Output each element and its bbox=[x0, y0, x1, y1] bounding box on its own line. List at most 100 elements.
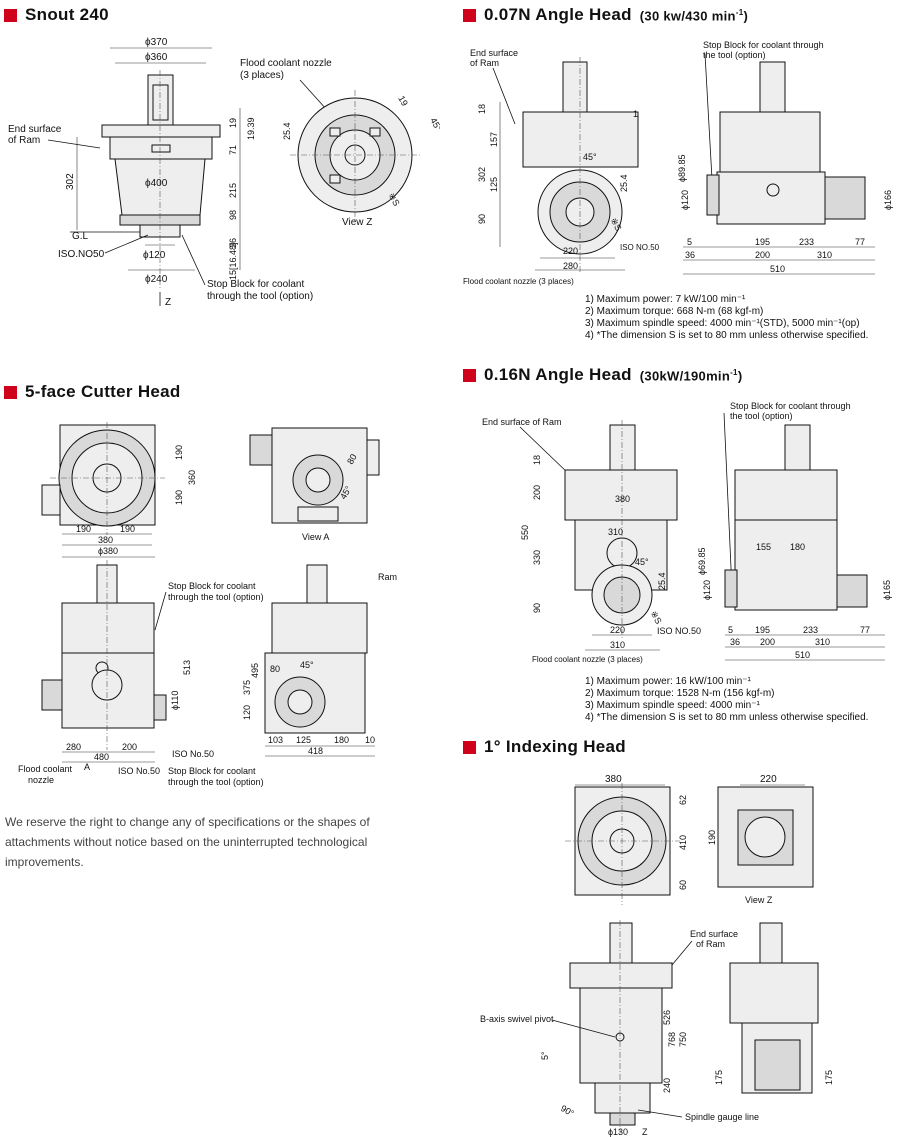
svg-text:End surface: End surface bbox=[8, 124, 62, 135]
svg-text:5: 5 bbox=[687, 237, 692, 247]
spec-item: 4) *The dimension S is set to 80 mm unle… bbox=[585, 330, 869, 341]
svg-text:90: 90 bbox=[532, 603, 542, 613]
spec-item: 3) Maximum spindle speed: 4000 min⁻¹(STD… bbox=[585, 318, 860, 329]
svg-text:190: 190 bbox=[120, 524, 135, 534]
svg-text:71: 71 bbox=[228, 145, 238, 155]
svg-text:80: 80 bbox=[345, 452, 359, 466]
svg-text:ϕ165: ϕ165 bbox=[882, 580, 892, 600]
svg-text:View Z: View Z bbox=[342, 217, 372, 228]
angle007-drawing: End surface of Ram 18 157 302 125 90 45°… bbox=[463, 40, 893, 286]
svg-text:510: 510 bbox=[770, 264, 785, 274]
svg-text:G.L: G.L bbox=[72, 231, 89, 242]
svg-text:45°: 45° bbox=[635, 557, 649, 567]
svg-text:215: 215 bbox=[228, 183, 238, 198]
svg-text:233: 233 bbox=[803, 625, 818, 635]
svg-text:157: 157 bbox=[489, 132, 499, 147]
svg-text:of Ram: of Ram bbox=[470, 58, 499, 68]
svg-text:25.4: 25.4 bbox=[619, 174, 629, 192]
section-marker bbox=[4, 8, 17, 22]
svg-text:nozzle: nozzle bbox=[28, 775, 54, 785]
svg-text:Z: Z bbox=[642, 1127, 648, 1137]
svg-text:90°: 90° bbox=[559, 1103, 576, 1119]
svg-text:45°: 45° bbox=[300, 660, 314, 670]
cutter5-section-title: 5-face Cutter Head bbox=[4, 382, 181, 402]
svg-text:※S: ※S bbox=[648, 609, 663, 626]
svg-text:Stop Block for coolant: Stop Block for coolant bbox=[207, 279, 304, 290]
svg-text:190: 190 bbox=[174, 445, 184, 460]
spec-item: 1) Maximum power: 16 kW/100 min⁻¹ bbox=[585, 676, 751, 687]
svg-text:77: 77 bbox=[860, 625, 870, 635]
svg-text:ISO NO.50: ISO NO.50 bbox=[620, 243, 660, 252]
svg-text:120: 120 bbox=[242, 705, 252, 720]
svg-text:495: 495 bbox=[250, 663, 260, 678]
svg-text:Flood coolant nozzle: Flood coolant nozzle bbox=[240, 58, 332, 69]
svg-text:98: 98 bbox=[228, 210, 238, 220]
svg-text:550: 550 bbox=[520, 525, 530, 540]
indexing-drawing: 380 62 410 60 220 190 View Z End surface… bbox=[480, 774, 834, 1137]
svg-text:A: A bbox=[84, 762, 90, 772]
svg-text:480: 480 bbox=[94, 752, 109, 762]
svg-text:180: 180 bbox=[334, 735, 349, 745]
svg-text:310: 310 bbox=[815, 637, 830, 647]
svg-text:195: 195 bbox=[755, 237, 770, 247]
svg-text:418: 418 bbox=[308, 746, 323, 756]
svg-text:19: 19 bbox=[228, 118, 238, 128]
svg-text:B-axis swivel pivot: B-axis swivel pivot bbox=[480, 1014, 554, 1024]
svg-text:ϕ120: ϕ120 bbox=[680, 190, 690, 210]
svg-text:36: 36 bbox=[685, 250, 695, 260]
svg-text:Stop Block for coolant through: Stop Block for coolant through bbox=[730, 401, 851, 411]
snout-drawing: ϕ370 ϕ360 ϕ400 ϕ120 ϕ240 302 End surface… bbox=[8, 37, 440, 308]
angle016-specs: 1) Maximum power: 16 kW/100 min⁻¹ 2) Max… bbox=[585, 676, 868, 724]
svg-text:233: 233 bbox=[799, 237, 814, 247]
svg-text:the tool (option): the tool (option) bbox=[730, 411, 793, 421]
section-marker bbox=[463, 740, 476, 754]
svg-text:ϕ166: ϕ166 bbox=[883, 190, 893, 210]
svg-text:5: 5 bbox=[728, 625, 733, 635]
svg-text:ϕ400: ϕ400 bbox=[145, 178, 168, 189]
cutter5-drawing: 190 360 190 190 190 380 80 45° View A ϕ3… bbox=[18, 422, 397, 787]
svg-text:19: 19 bbox=[396, 94, 410, 108]
svg-text:the tool (option): the tool (option) bbox=[703, 50, 766, 60]
svg-text:through the tool (option): through the tool (option) bbox=[168, 592, 264, 602]
svg-text:15[16.48]: 15[16.48] bbox=[228, 242, 238, 280]
svg-text:ϕ360: ϕ360 bbox=[145, 52, 168, 63]
svg-text:200: 200 bbox=[760, 637, 775, 647]
svg-text:195: 195 bbox=[755, 625, 770, 635]
svg-text:18: 18 bbox=[532, 455, 542, 465]
svg-text:510: 510 bbox=[795, 650, 810, 660]
svg-text:410: 410 bbox=[678, 835, 688, 850]
svg-text:ϕ89.85: ϕ89.85 bbox=[677, 154, 687, 182]
svg-text:ϕ130: ϕ130 bbox=[608, 1127, 628, 1137]
svg-text:10: 10 bbox=[365, 735, 375, 745]
disclaimer-note: We reserve the right to change any of sp… bbox=[5, 815, 370, 869]
svg-text:ISO NO.50: ISO NO.50 bbox=[657, 626, 701, 636]
svg-text:Stop Block for coolant: Stop Block for coolant bbox=[168, 581, 256, 591]
svg-text:ϕ120: ϕ120 bbox=[702, 580, 712, 600]
svg-text:through the tool (option): through the tool (option) bbox=[168, 777, 264, 787]
svg-text:ISO.NO50: ISO.NO50 bbox=[58, 249, 105, 260]
svg-text:330: 330 bbox=[532, 550, 542, 565]
spec-item: 4) *The dimension S is set to 80 mm unle… bbox=[585, 712, 869, 723]
svg-text:5°: 5° bbox=[540, 1051, 550, 1060]
svg-text:through the tool (option): through the tool (option) bbox=[207, 291, 313, 302]
svg-text:25.4: 25.4 bbox=[282, 122, 292, 140]
svg-text:175: 175 bbox=[714, 1070, 724, 1085]
svg-text:190: 190 bbox=[707, 830, 717, 845]
svg-text:180: 180 bbox=[790, 542, 805, 552]
svg-text:Spindle gauge line: Spindle gauge line bbox=[685, 1112, 759, 1122]
svg-text:25.4: 25.4 bbox=[657, 572, 667, 590]
svg-text:View A: View A bbox=[302, 532, 329, 542]
svg-text:200: 200 bbox=[532, 485, 542, 500]
svg-text:240: 240 bbox=[662, 1078, 672, 1093]
svg-text:ISO No.50: ISO No.50 bbox=[172, 749, 214, 759]
angle007-section-title: 0.07N Angle Head (30 kw/430 min-1) bbox=[463, 5, 748, 25]
angle016-drawing: End surface of Ram 18 200 550 330 90 380… bbox=[482, 401, 892, 664]
svg-text:36: 36 bbox=[730, 637, 740, 647]
svg-text:60: 60 bbox=[678, 880, 688, 890]
spec-item: 1) Maximum power: 7 kW/100 min⁻¹ bbox=[585, 294, 746, 305]
svg-text:45°: 45° bbox=[583, 152, 597, 162]
svg-text:220: 220 bbox=[563, 246, 578, 256]
svg-text:(3 places): (3 places) bbox=[240, 70, 284, 81]
svg-text:77: 77 bbox=[855, 237, 865, 247]
svg-text:513: 513 bbox=[182, 660, 192, 675]
